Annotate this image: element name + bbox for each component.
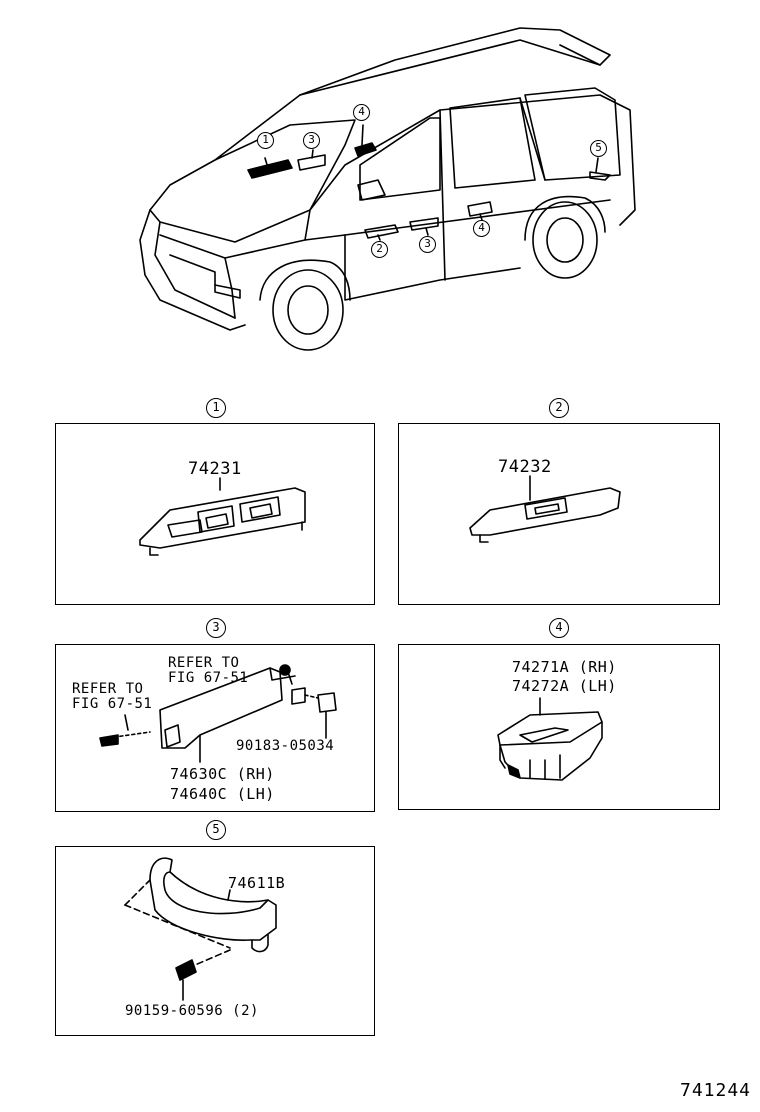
panel-3 <box>55 644 375 812</box>
part-74630c-drawing <box>99 664 337 763</box>
van-callout-5: 5 <box>590 140 607 157</box>
van-callout-4-upper: 4 <box>353 104 370 121</box>
part-number-74232: 74232 <box>498 457 552 477</box>
van-callout-3-lower: 3 <box>419 236 436 253</box>
panel-4 <box>398 644 720 810</box>
van-callout-2: 2 <box>371 241 388 258</box>
part-number-74611b: 74611B <box>228 874 286 892</box>
refer-note-upper-line1: REFER TO <box>168 655 240 671</box>
panel-2 <box>398 423 720 605</box>
van-callout-1: 1 <box>257 132 274 149</box>
part-number-74272a: 74272A (LH) <box>512 677 617 695</box>
section-callout-5: 5 <box>206 820 226 840</box>
van-illustration <box>139 27 636 351</box>
part-number-74231: 74231 <box>188 459 242 479</box>
section-callout-1: 1 <box>206 398 226 418</box>
section-callout-2: 2 <box>549 398 569 418</box>
part-74231-drawing <box>139 477 306 556</box>
panel-5 <box>55 846 375 1036</box>
refer-note-left-line2: FIG 67-51 <box>72 696 153 712</box>
figure-number: 741244 <box>680 1080 752 1101</box>
panel-1 <box>55 423 375 605</box>
refer-note-upper-line2: FIG 67-51 <box>168 670 249 686</box>
part-74611b-drawing <box>124 857 277 1001</box>
van-callout-3-upper: 3 <box>303 132 320 149</box>
part-74232-drawing <box>469 475 621 543</box>
part-number-90183-05034: 90183-05034 <box>236 738 335 754</box>
part-74271a-drawing <box>497 697 603 781</box>
part-number-90159-60596: 90159-60596 (2) <box>125 1003 259 1019</box>
part-number-74640c: 74640C (LH) <box>170 785 275 803</box>
part-number-74271a: 74271A (RH) <box>512 658 617 676</box>
section-callout-3: 3 <box>206 618 226 638</box>
refer-note-left-line1: REFER TO <box>72 681 144 697</box>
part-number-74630c: 74630C (RH) <box>170 765 275 783</box>
van-callout-4-lower: 4 <box>473 220 490 237</box>
section-callout-4: 4 <box>549 618 569 638</box>
